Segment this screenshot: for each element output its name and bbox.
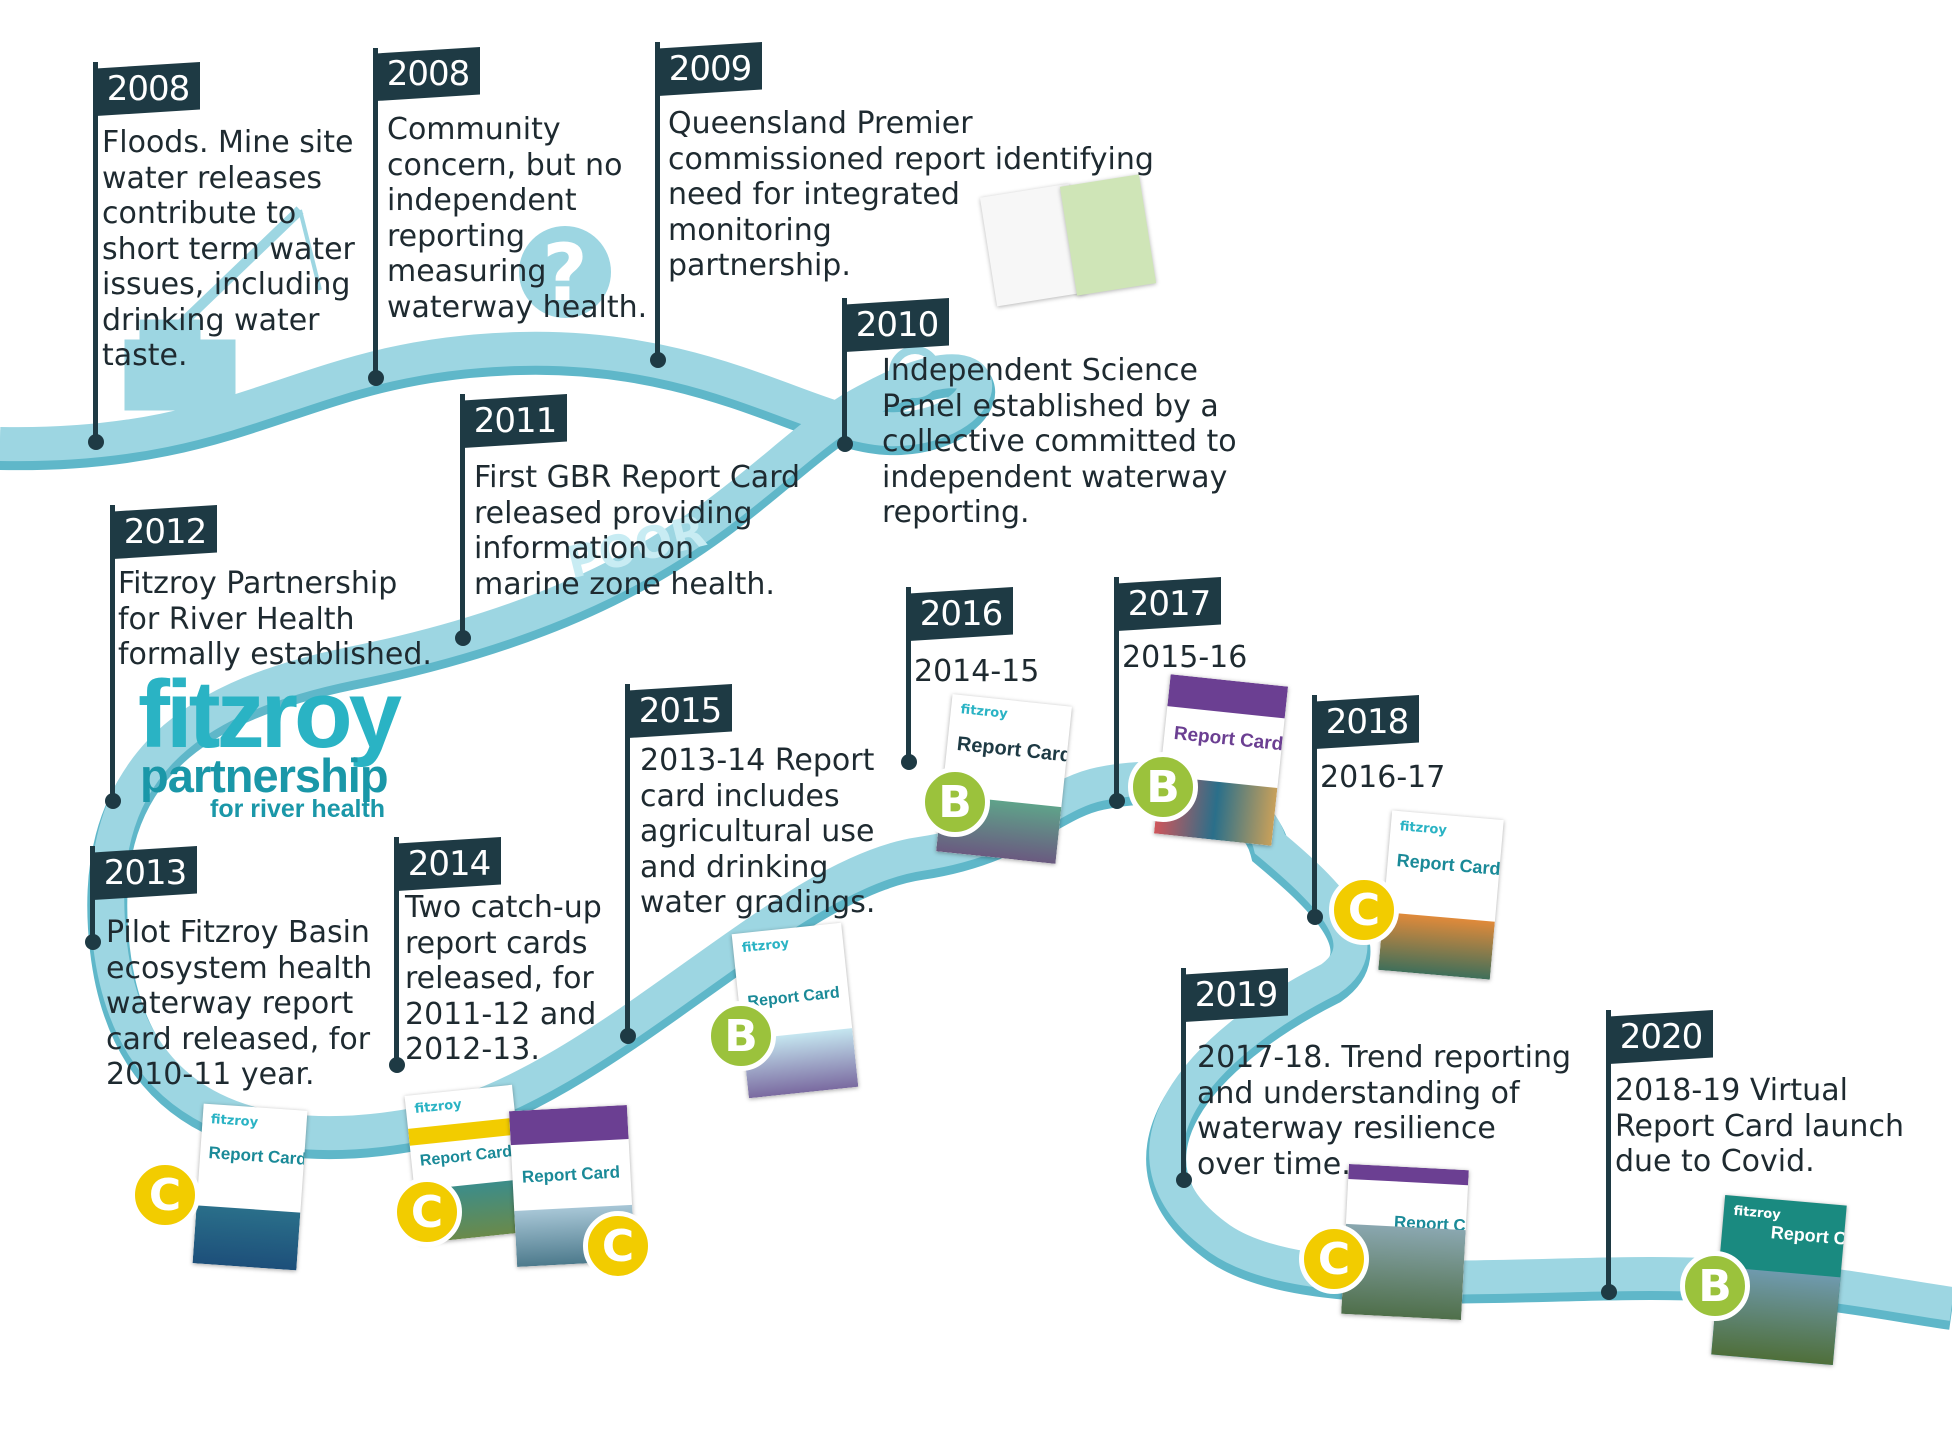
grade-badge-b: B bbox=[1680, 1251, 1750, 1321]
report-card-thumbnail: fitzroy Report Card bbox=[192, 1103, 308, 1271]
milestone-pole bbox=[1114, 577, 1119, 801]
milestone-dot bbox=[620, 1028, 636, 1044]
milestone-pole bbox=[1312, 695, 1317, 917]
grade-badge-c: C bbox=[1329, 875, 1399, 945]
fitzroy-partnership-logo: fitzroy partnership for river health bbox=[138, 661, 402, 823]
logo-word-partnership: partnership bbox=[140, 749, 389, 802]
year-flag-2020: 2020 bbox=[1609, 1010, 1713, 1064]
milestone-pole bbox=[1181, 968, 1186, 1180]
year-flag-2014: 2014 bbox=[397, 837, 501, 891]
report-card-title: Report Card bbox=[955, 732, 1072, 767]
year-flag-2012: 2012 bbox=[113, 505, 217, 559]
logo-word-fitzroy: fitzroy bbox=[138, 661, 402, 768]
grade-badge-c: C bbox=[583, 1211, 653, 1281]
milestone-pole bbox=[655, 42, 660, 360]
milestone-text-2014: Two catch-up report cards released, for … bbox=[405, 890, 602, 1067]
milestone-dot bbox=[901, 754, 917, 770]
year-flag-2015: 2015 bbox=[628, 684, 732, 738]
milestone-pole bbox=[110, 505, 115, 801]
year-flag-2011: 2011 bbox=[463, 394, 567, 448]
year-flag-2008-floods: 2008 bbox=[96, 62, 200, 116]
milestone-pole bbox=[373, 48, 378, 378]
milestone-dot bbox=[1307, 909, 1323, 925]
milestone-text-2009: Queensland Premier commissioned report i… bbox=[668, 106, 1154, 283]
milestone-text-2020: 2018-19 Virtual Report Card launch due t… bbox=[1615, 1073, 1904, 1179]
report-card-title: Report Card bbox=[521, 1162, 621, 1187]
road-loop-icon bbox=[889, 346, 941, 398]
milestone-text-2018: 2016-17 bbox=[1320, 760, 1446, 795]
milestone-pole bbox=[460, 394, 465, 638]
year-flag-2019: 2019 bbox=[1184, 968, 1288, 1022]
milestone-pole bbox=[93, 62, 98, 442]
milestone-pole bbox=[1606, 1010, 1611, 1292]
milestone-pole bbox=[842, 298, 847, 444]
milestone-text-2019: 2017-18. Trend reporting and understandi… bbox=[1197, 1040, 1572, 1182]
grade-badge-b: B bbox=[1128, 752, 1198, 822]
milestone-dot bbox=[650, 352, 666, 368]
logo-word-for-river-health: for river health bbox=[210, 795, 386, 823]
milestone-text-2017: 2015-16 bbox=[1122, 640, 1248, 675]
milestone-dot bbox=[88, 434, 104, 450]
milestone-text-2016: 2014-15 bbox=[914, 654, 1040, 689]
report-card-title: Report Card bbox=[1395, 850, 1502, 880]
question-mark-glyph: ? bbox=[542, 229, 587, 319]
milestone-dot bbox=[85, 934, 101, 950]
year-flag-2018: 2018 bbox=[1315, 695, 1419, 749]
grade-badge-b: B bbox=[920, 767, 990, 837]
year-flag-2013: 2013 bbox=[93, 846, 197, 900]
grade-badge-c: C bbox=[392, 1177, 462, 1247]
grade-badge-b: B bbox=[706, 1001, 776, 1071]
milestone-pole bbox=[394, 837, 399, 1065]
report-card-title: Report Card bbox=[1172, 722, 1285, 756]
milestone-dot bbox=[455, 630, 471, 646]
report-card-brand: fitzroy bbox=[413, 1097, 463, 1117]
report-card-brand: fitzroy bbox=[959, 702, 1009, 723]
year-flag-2010: 2010 bbox=[845, 298, 949, 352]
milestone-dot bbox=[837, 436, 853, 452]
milestone-dot bbox=[1601, 1284, 1617, 1300]
milestone-dot bbox=[105, 793, 121, 809]
report-card-brand: fitzroy bbox=[1399, 818, 1448, 838]
milestone-dot bbox=[389, 1057, 405, 1073]
question-sign-icon bbox=[519, 226, 611, 318]
milestone-text-2015: 2013-14 Report card includes agricultura… bbox=[640, 743, 876, 920]
milestone-text-2011: First GBR Report Card released providing… bbox=[474, 460, 801, 602]
report-card-title: Report Card bbox=[419, 1143, 513, 1170]
report-card-brand: fitzroy bbox=[1732, 1203, 1782, 1223]
year-flag-2009: 2009 bbox=[658, 42, 762, 96]
report-card-photo bbox=[192, 1205, 301, 1271]
report-card-title: Report Card bbox=[207, 1143, 308, 1170]
milestone-text-2008-community: Community concern, but no independent re… bbox=[387, 112, 648, 325]
report-card-brand: fitzroy bbox=[210, 1111, 259, 1130]
year-flag-2008-community: 2008 bbox=[376, 47, 480, 101]
year-flag-2017: 2017 bbox=[1117, 577, 1221, 631]
report-card-header-band bbox=[508, 1105, 629, 1146]
year-flag-2016: 2016 bbox=[909, 587, 1013, 641]
grade-badge-c: C bbox=[130, 1160, 200, 1230]
milestone-text-2013: Pilot Fitzroy Basin ecosystem health wat… bbox=[106, 915, 373, 1092]
milestone-pole bbox=[906, 587, 911, 762]
milestone-pole bbox=[90, 846, 95, 942]
milestone-text-2012: Fitzroy Partnership for River Health for… bbox=[118, 566, 432, 672]
report-card-thumbnail: fitzroy Report Card bbox=[1378, 810, 1504, 980]
grade-badge-c: C bbox=[1299, 1224, 1369, 1294]
milestone-text-2010: Independent Science Panel established by… bbox=[882, 353, 1237, 530]
milestone-dot bbox=[1176, 1172, 1192, 1188]
report-card-brand: fitzroy bbox=[741, 936, 790, 957]
milestone-pole bbox=[625, 684, 630, 1036]
milestone-dot bbox=[1109, 793, 1125, 809]
report-card-title: Report Card bbox=[1770, 1222, 1847, 1252]
milestone-dot bbox=[368, 370, 384, 386]
milestone-text-2008-floods: Floods. Mine site water releases contrib… bbox=[102, 125, 355, 373]
mine-crane-icon bbox=[124, 206, 322, 411]
